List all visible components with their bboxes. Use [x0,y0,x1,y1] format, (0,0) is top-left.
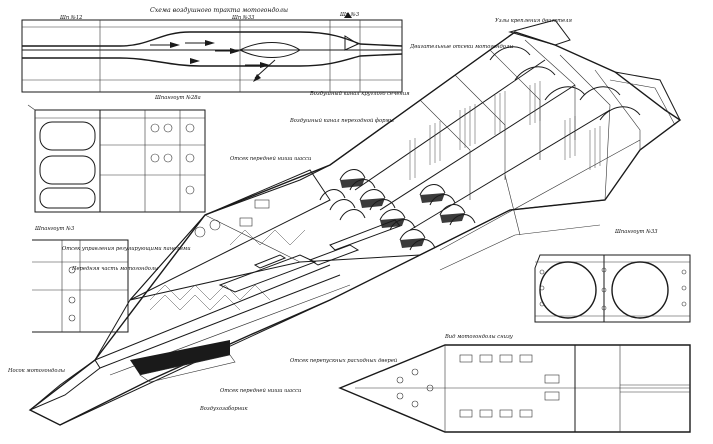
frame-28a-label: Шпангоут №28а [154,95,201,101]
frame-12-label: Шп №12 [59,15,82,21]
air-duct-transition-label: Воздушный канал переходной формы [289,117,394,124]
air-duct-scheme-view [21,12,403,93]
frame-3-top-label: Шп №3 [339,12,360,18]
frame-3-section [32,239,129,333]
bypass-flap-bay-label: Отсек перепускных расходных дверей [290,358,397,364]
nacelle-front-label: Передняя часть мотогондолы [71,266,158,272]
frame-3-label: Шпангоут №3 [34,226,75,232]
frame-28a-section [27,104,206,213]
engine-bays-label: Двигательные отсеки мотогондолы [409,44,513,50]
nacelle-cutaway [28,19,682,426]
frame-33-top-label: Шп №33 [231,15,255,21]
control-bay-label: Отсек управления регулирующими панелями [62,246,191,252]
nacelle-nose-label: Носок мотогондолы [7,368,65,374]
engine-mounts-label: Узлы крепления двигателя [495,18,572,24]
nose-gear-bay-label: Отсек передней ниши шасси [220,388,301,394]
frame-33-section [534,254,691,323]
air-duct-scheme-label: Схема воздушного тракта мотогондолы [150,7,288,14]
air-duct-round-label: Воздушный канал круглого сечения [309,91,410,97]
air-intake-label: Воздухозаборник [199,405,248,412]
frame-33-label: Шпангоут №33 [614,229,658,235]
nacelle-bottom-view [338,344,691,433]
front-wheel-bay-label: Отсек передней ниши шасси [230,156,311,162]
nacelle-top-view-label: Вид мотогондолы снизу [444,334,513,340]
